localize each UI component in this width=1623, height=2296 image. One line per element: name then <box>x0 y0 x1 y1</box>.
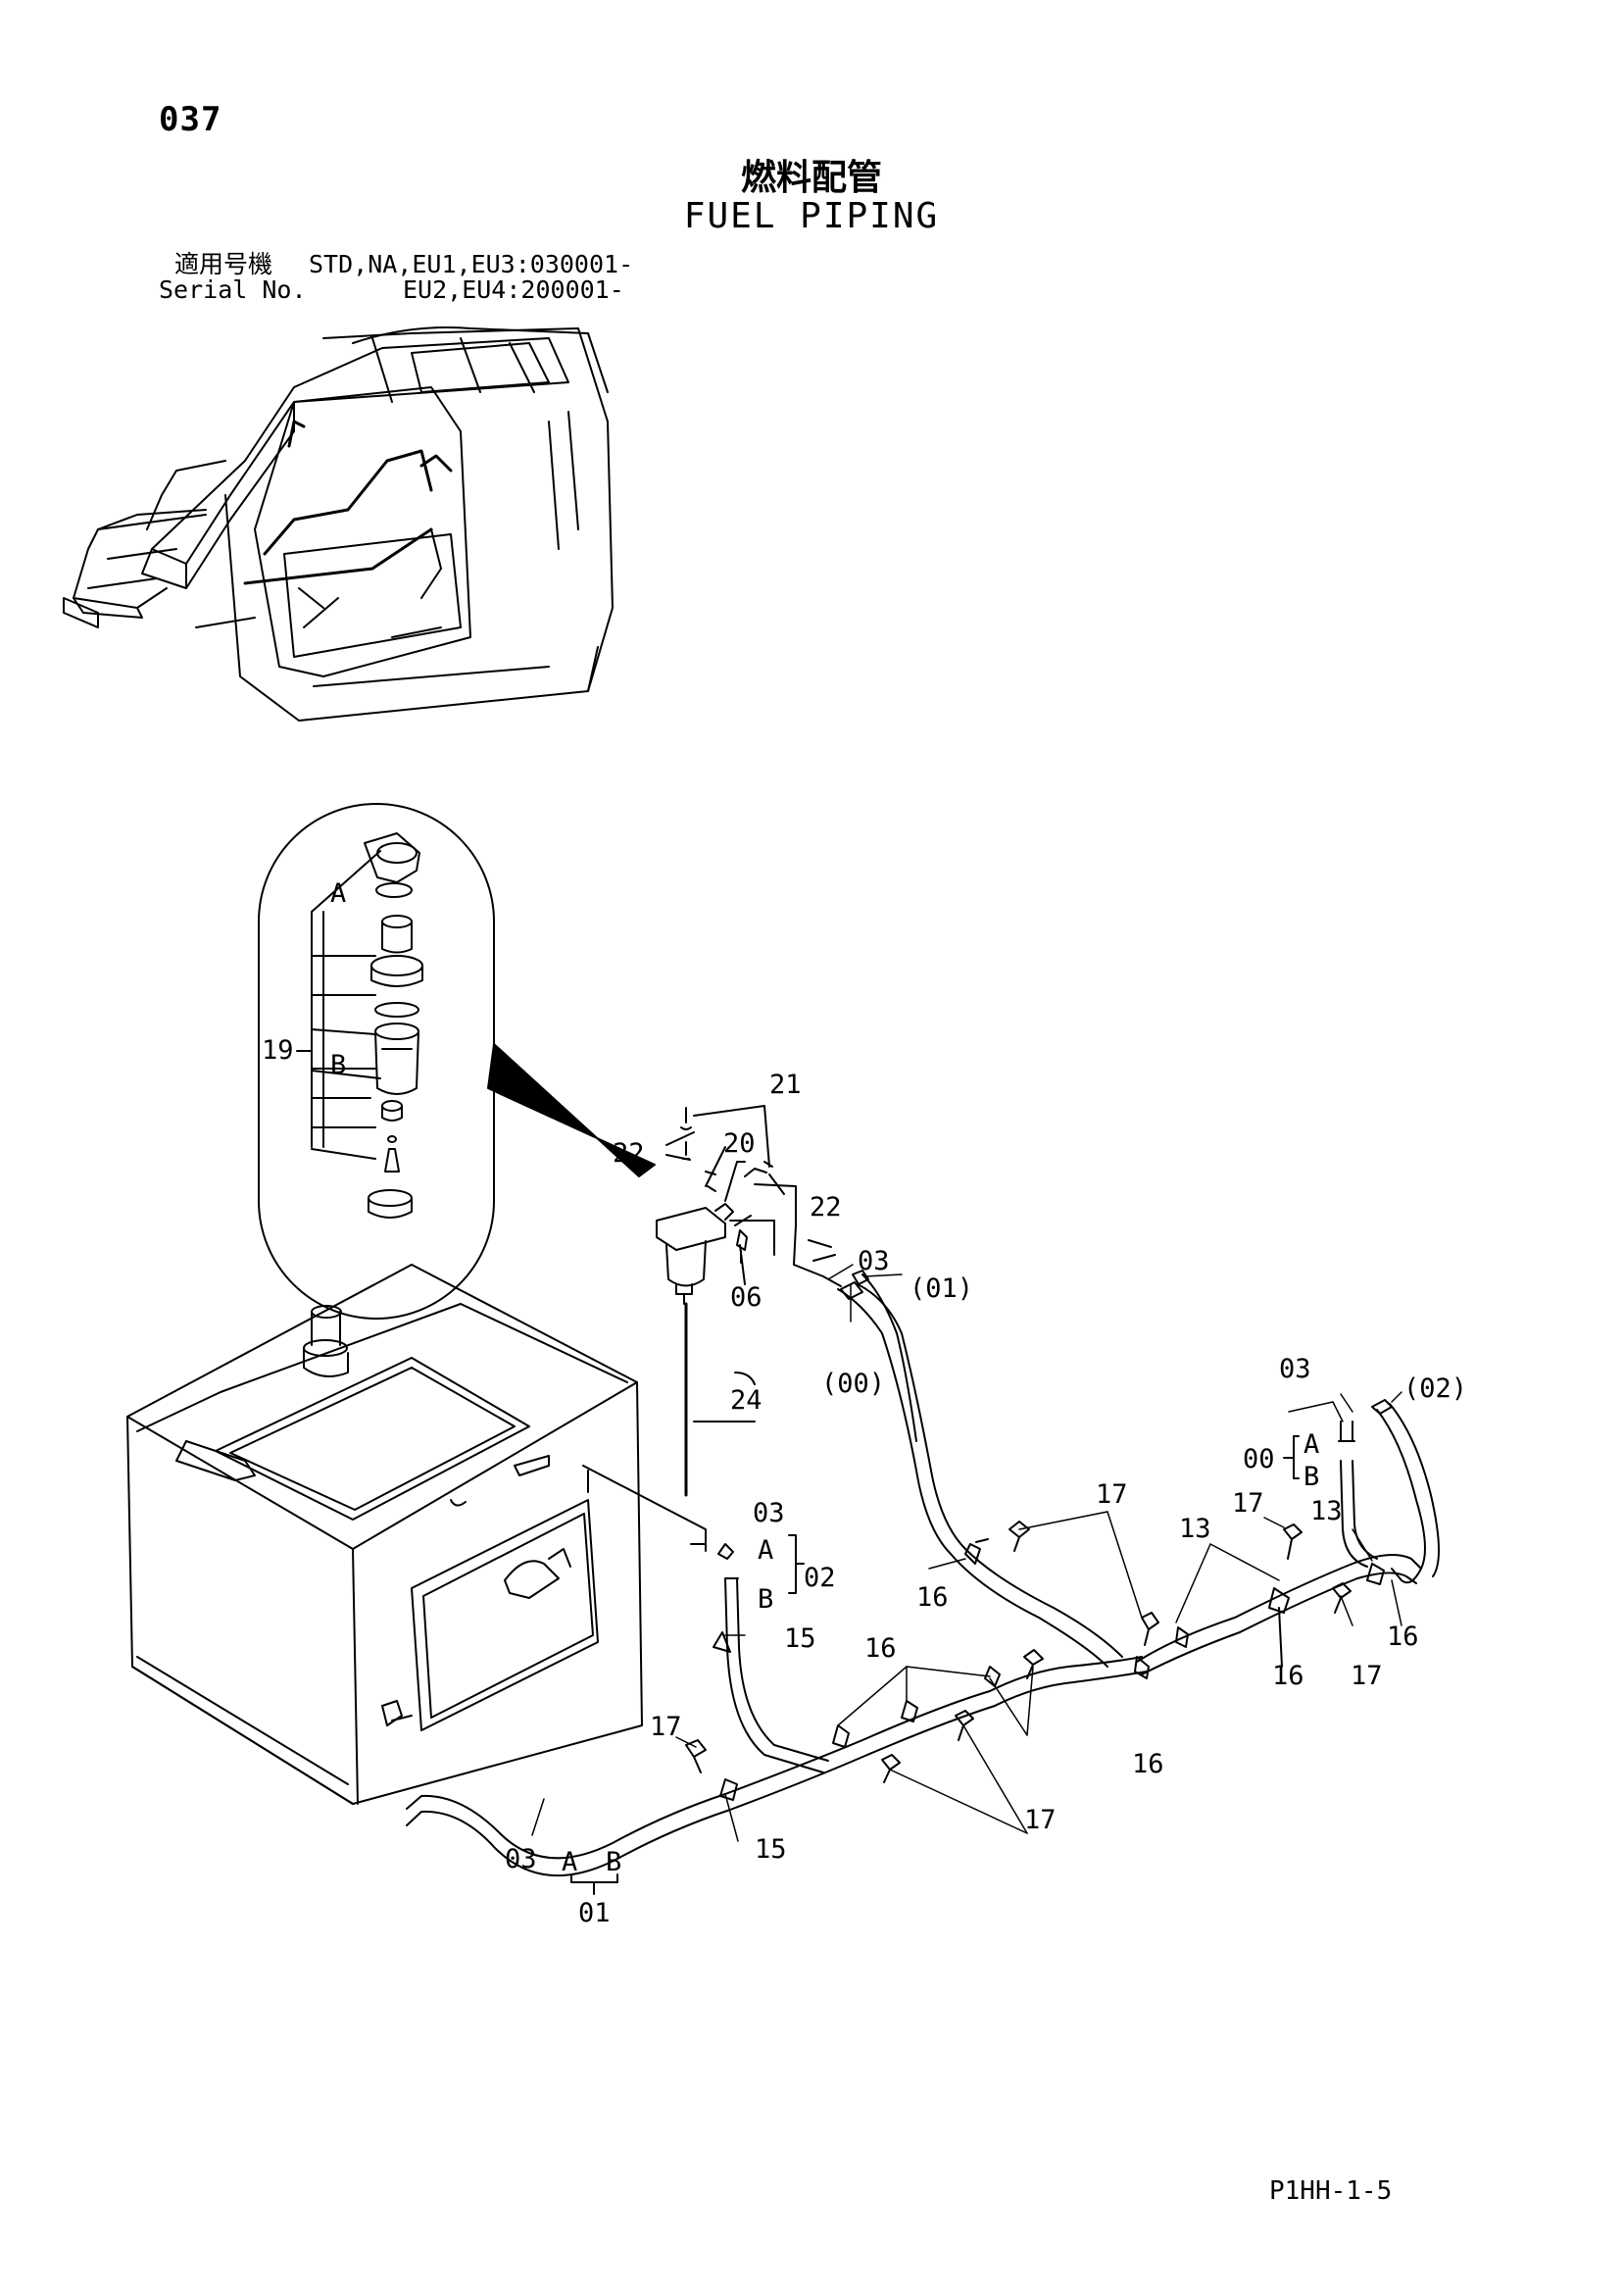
callout-00-paren: (00) <box>821 1369 885 1399</box>
callout-b-detail: B <box>330 1050 346 1080</box>
callout-b-02: B <box>758 1584 773 1615</box>
callout-17-right-top: 17 <box>1232 1488 1264 1519</box>
fuel-filter-assembly <box>656 1105 785 1497</box>
callout-02-paren: (02) <box>1403 1373 1467 1404</box>
callout-17-top: 17 <box>1096 1479 1128 1510</box>
callout-03-lower: 03 <box>505 1844 537 1874</box>
title-japanese: 燃料配管 <box>740 158 882 198</box>
callout-17-left: 17 <box>650 1712 682 1742</box>
callout-b-01: B <box>606 1847 621 1877</box>
serial-label-en: Serial No. <box>159 275 307 304</box>
callout-13-left: 13 <box>1179 1514 1211 1544</box>
clamps-and-bolts <box>685 1372 1385 1801</box>
callout-a-01: A <box>562 1847 577 1877</box>
fuel-filter-detail-view <box>258 803 656 1320</box>
callout-01-bracket: 01 <box>578 1898 611 1928</box>
machine-overview-illustration <box>63 326 614 722</box>
callout-06: 06 <box>730 1282 762 1313</box>
callout-21: 21 <box>769 1070 802 1100</box>
callout-22-right: 22 <box>810 1192 842 1223</box>
callout-leader-lines <box>531 1264 1402 1842</box>
serial-line-1: STD,NA,EU1,EU3:030001- <box>309 250 634 278</box>
fuel-hoses <box>406 1270 1440 1877</box>
page-number: 037 <box>159 100 222 139</box>
drawing-code: P1HH-1-5 <box>1269 2176 1393 2206</box>
callout-22-left: 22 <box>613 1138 645 1169</box>
callout-labels: 19 A B 21 20 22 22 06 24 03 (01) (00) 03… <box>262 878 1467 1928</box>
fuel-line-piping <box>729 1183 842 1287</box>
serial-line-2: EU2,EU4:200001- <box>403 275 624 304</box>
callout-19: 19 <box>262 1035 294 1066</box>
callout-00-bracket: 00 <box>1243 1444 1275 1474</box>
callout-a-02: A <box>758 1535 773 1566</box>
callout-17-bottom: 17 <box>1024 1805 1057 1835</box>
title-english: FUEL PIPING <box>683 196 940 236</box>
serial-label-jp: 適用号機 <box>174 250 273 278</box>
callout-16-far-right: 16 <box>1387 1622 1419 1652</box>
callout-02-bracket: 02 <box>804 1563 836 1593</box>
callout-17-right-bottom: 17 <box>1351 1661 1383 1691</box>
callout-a-detail: A <box>330 878 346 909</box>
callout-01-paren: (01) <box>910 1273 973 1304</box>
fuel-tank <box>126 1264 643 1805</box>
callout-16-center: 16 <box>864 1633 897 1664</box>
callout-16-bottom: 16 <box>1132 1749 1164 1779</box>
bracket-groupings <box>311 911 1300 1895</box>
callout-03-upper: 03 <box>858 1246 890 1276</box>
callout-24: 24 <box>730 1385 762 1416</box>
callout-15-upper: 15 <box>784 1623 816 1654</box>
callout-16-right-mid: 16 <box>1272 1661 1304 1691</box>
callout-a-00: A <box>1303 1429 1319 1460</box>
callout-b-00: B <box>1303 1462 1319 1492</box>
callout-03-mid: 03 <box>753 1498 785 1528</box>
callout-15-lower: 15 <box>755 1834 787 1865</box>
callout-03-right: 03 <box>1279 1354 1311 1384</box>
callout-20: 20 <box>723 1128 756 1159</box>
callout-16-left: 16 <box>916 1582 949 1613</box>
callout-13-right: 13 <box>1310 1496 1343 1526</box>
